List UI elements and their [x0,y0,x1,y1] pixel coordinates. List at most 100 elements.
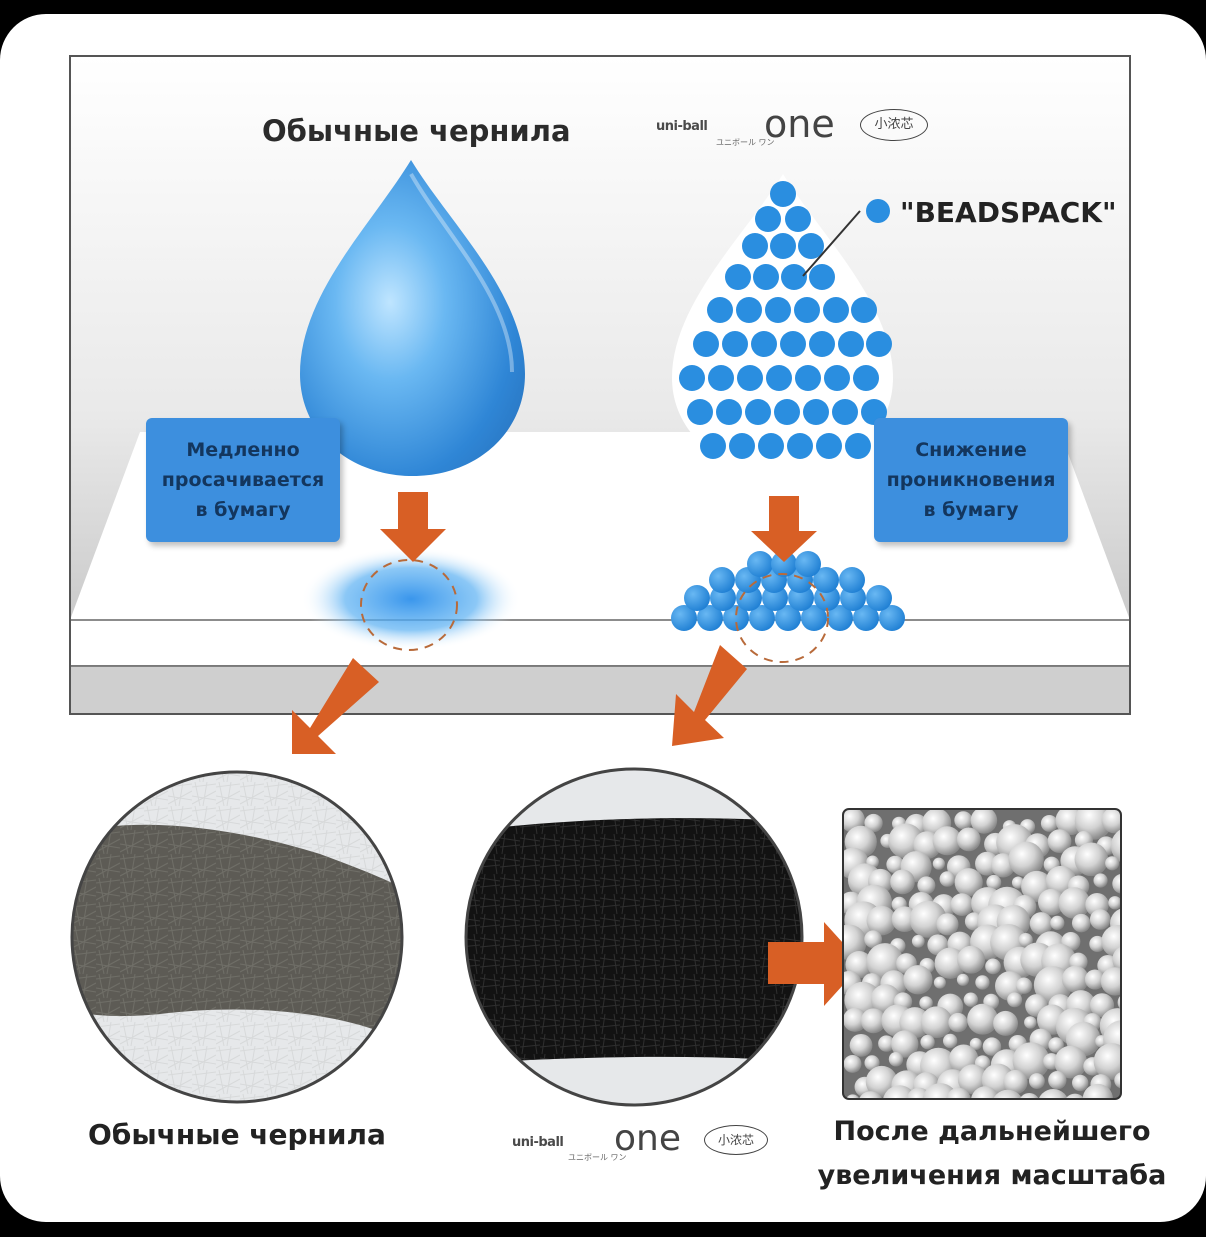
callout-reduced-penetration: Снижение проникновения в бумагу [874,418,1068,542]
bead-dot [803,399,829,425]
bead-dot [736,297,762,323]
bead-dot [851,297,877,323]
bead-dot [798,233,824,259]
callout-right-line-3: в бумагу [923,499,1019,521]
pile-bead [709,567,735,593]
pile-bead [839,567,865,593]
pile-bead [853,605,879,631]
bead-dot [725,264,751,290]
zoom-sphere [1084,969,1105,990]
micrograph-right-frame [464,767,804,1107]
zoom-caption-line-2: увеличения масштаба [817,1160,1167,1191]
zoom-sphere [1024,1016,1037,1029]
bead-dot [687,399,713,425]
beads-dashed-circle [735,573,829,663]
paper-bottom-layer [69,665,1131,715]
uniball-wordmark: uni-ball [656,119,708,134]
bead-dot [794,297,820,323]
callout-slow-soak: Медленно просачивается в бумагу [146,418,340,542]
zoom-sphere [1015,977,1033,994]
pile-bead [749,605,775,631]
bead-dot [824,365,850,391]
bead-dot [758,433,784,459]
bead-dot [751,331,777,357]
bead-pile [671,551,905,631]
bead-dot [722,331,748,357]
zoom-sphere [1108,896,1121,910]
bead-dot [753,264,779,290]
zoom-sphere [933,976,946,989]
zoom-sphere [991,1089,1024,1099]
zoom-sphere [911,934,925,948]
zoom-sphere [946,1087,971,1099]
bead-dot [832,399,858,425]
diagram-canvas [69,55,1131,1107]
zoom-sphere [982,1037,1002,1056]
zoom-sphere [1047,829,1072,853]
zoom-sphere [1112,873,1121,894]
pile-bead [723,605,749,631]
callout-right-line-2: проникновения [886,469,1056,491]
zoom-sphere [878,1035,895,1052]
zoom-sphere [1100,967,1121,996]
zoom-sphere [1061,965,1089,993]
zoom-sphere [1012,1042,1050,1080]
zoom-sphere [920,1006,953,1039]
zoom-caption-line-1: После дальнейшего [833,1116,1151,1147]
bead-dot [853,365,879,391]
zoom-sphere [849,1033,873,1057]
zoom-sphere [1011,876,1025,889]
callout-left-line-3: в бумагу [195,499,291,521]
beads-drop-outline [672,174,893,474]
pile-bead [671,605,697,631]
uniball-logo-bottom: uni-ball one ユニボール ワン 小浓芯 [512,1118,782,1168]
zoom-sphere [932,826,962,856]
zoom-sphere [1038,888,1065,916]
zoom-sphere [1028,1073,1045,1089]
beadspack-label: "BEADSPACK" [900,196,1117,229]
zoom-sphere [939,871,956,887]
zoom-sphere [963,992,978,1007]
bead-dot [838,331,864,357]
zoomed-beads-image [843,809,1121,1099]
product-kana: ユニボール ワン [716,138,775,147]
bead-dot [679,365,705,391]
beadspack-legend-dot [866,199,890,223]
bead-dot [716,399,742,425]
zoom-sphere [954,868,983,897]
zoom-sphere [1050,915,1065,930]
zoom-sphere [890,869,915,895]
pile-bead [775,605,801,631]
zoom-sphere [845,1094,860,1099]
zoom-sphere [970,1086,1000,1099]
zoom-sphere [970,809,998,834]
zoom-sphere [1082,1083,1114,1099]
zoom-sphere [993,1010,1019,1036]
zoom-sphere [1093,873,1108,888]
zoom-sphere [1071,913,1091,933]
diagonal-arrow-right [672,645,747,746]
bead-dot [755,206,781,232]
pile-bead [801,605,827,631]
pile-bead [866,585,892,611]
zoom-sphere [956,973,970,986]
bead-dot [816,433,842,459]
beadspack-pointer-line [802,210,861,277]
bead-dot [745,399,771,425]
zoom-sphere [891,1030,919,1058]
paper-scene [69,55,1131,715]
pile-bead [684,585,710,611]
zoom-sphere [932,857,945,870]
bead-dot [866,331,892,357]
pile-bead [827,605,853,631]
zoom-sphere [1007,992,1023,1008]
regular-ink-micrograph [72,772,402,1102]
ink-stain [301,547,521,651]
bead-dot [809,331,835,357]
down-arrow-right [751,496,817,562]
regular-ink-drop [300,160,525,476]
uniball-wordmark-bottom: uni-ball [512,1135,564,1150]
zoom-sphere [1018,932,1033,948]
micrograph-left-frame [70,770,404,1104]
pile-bead [879,605,905,631]
